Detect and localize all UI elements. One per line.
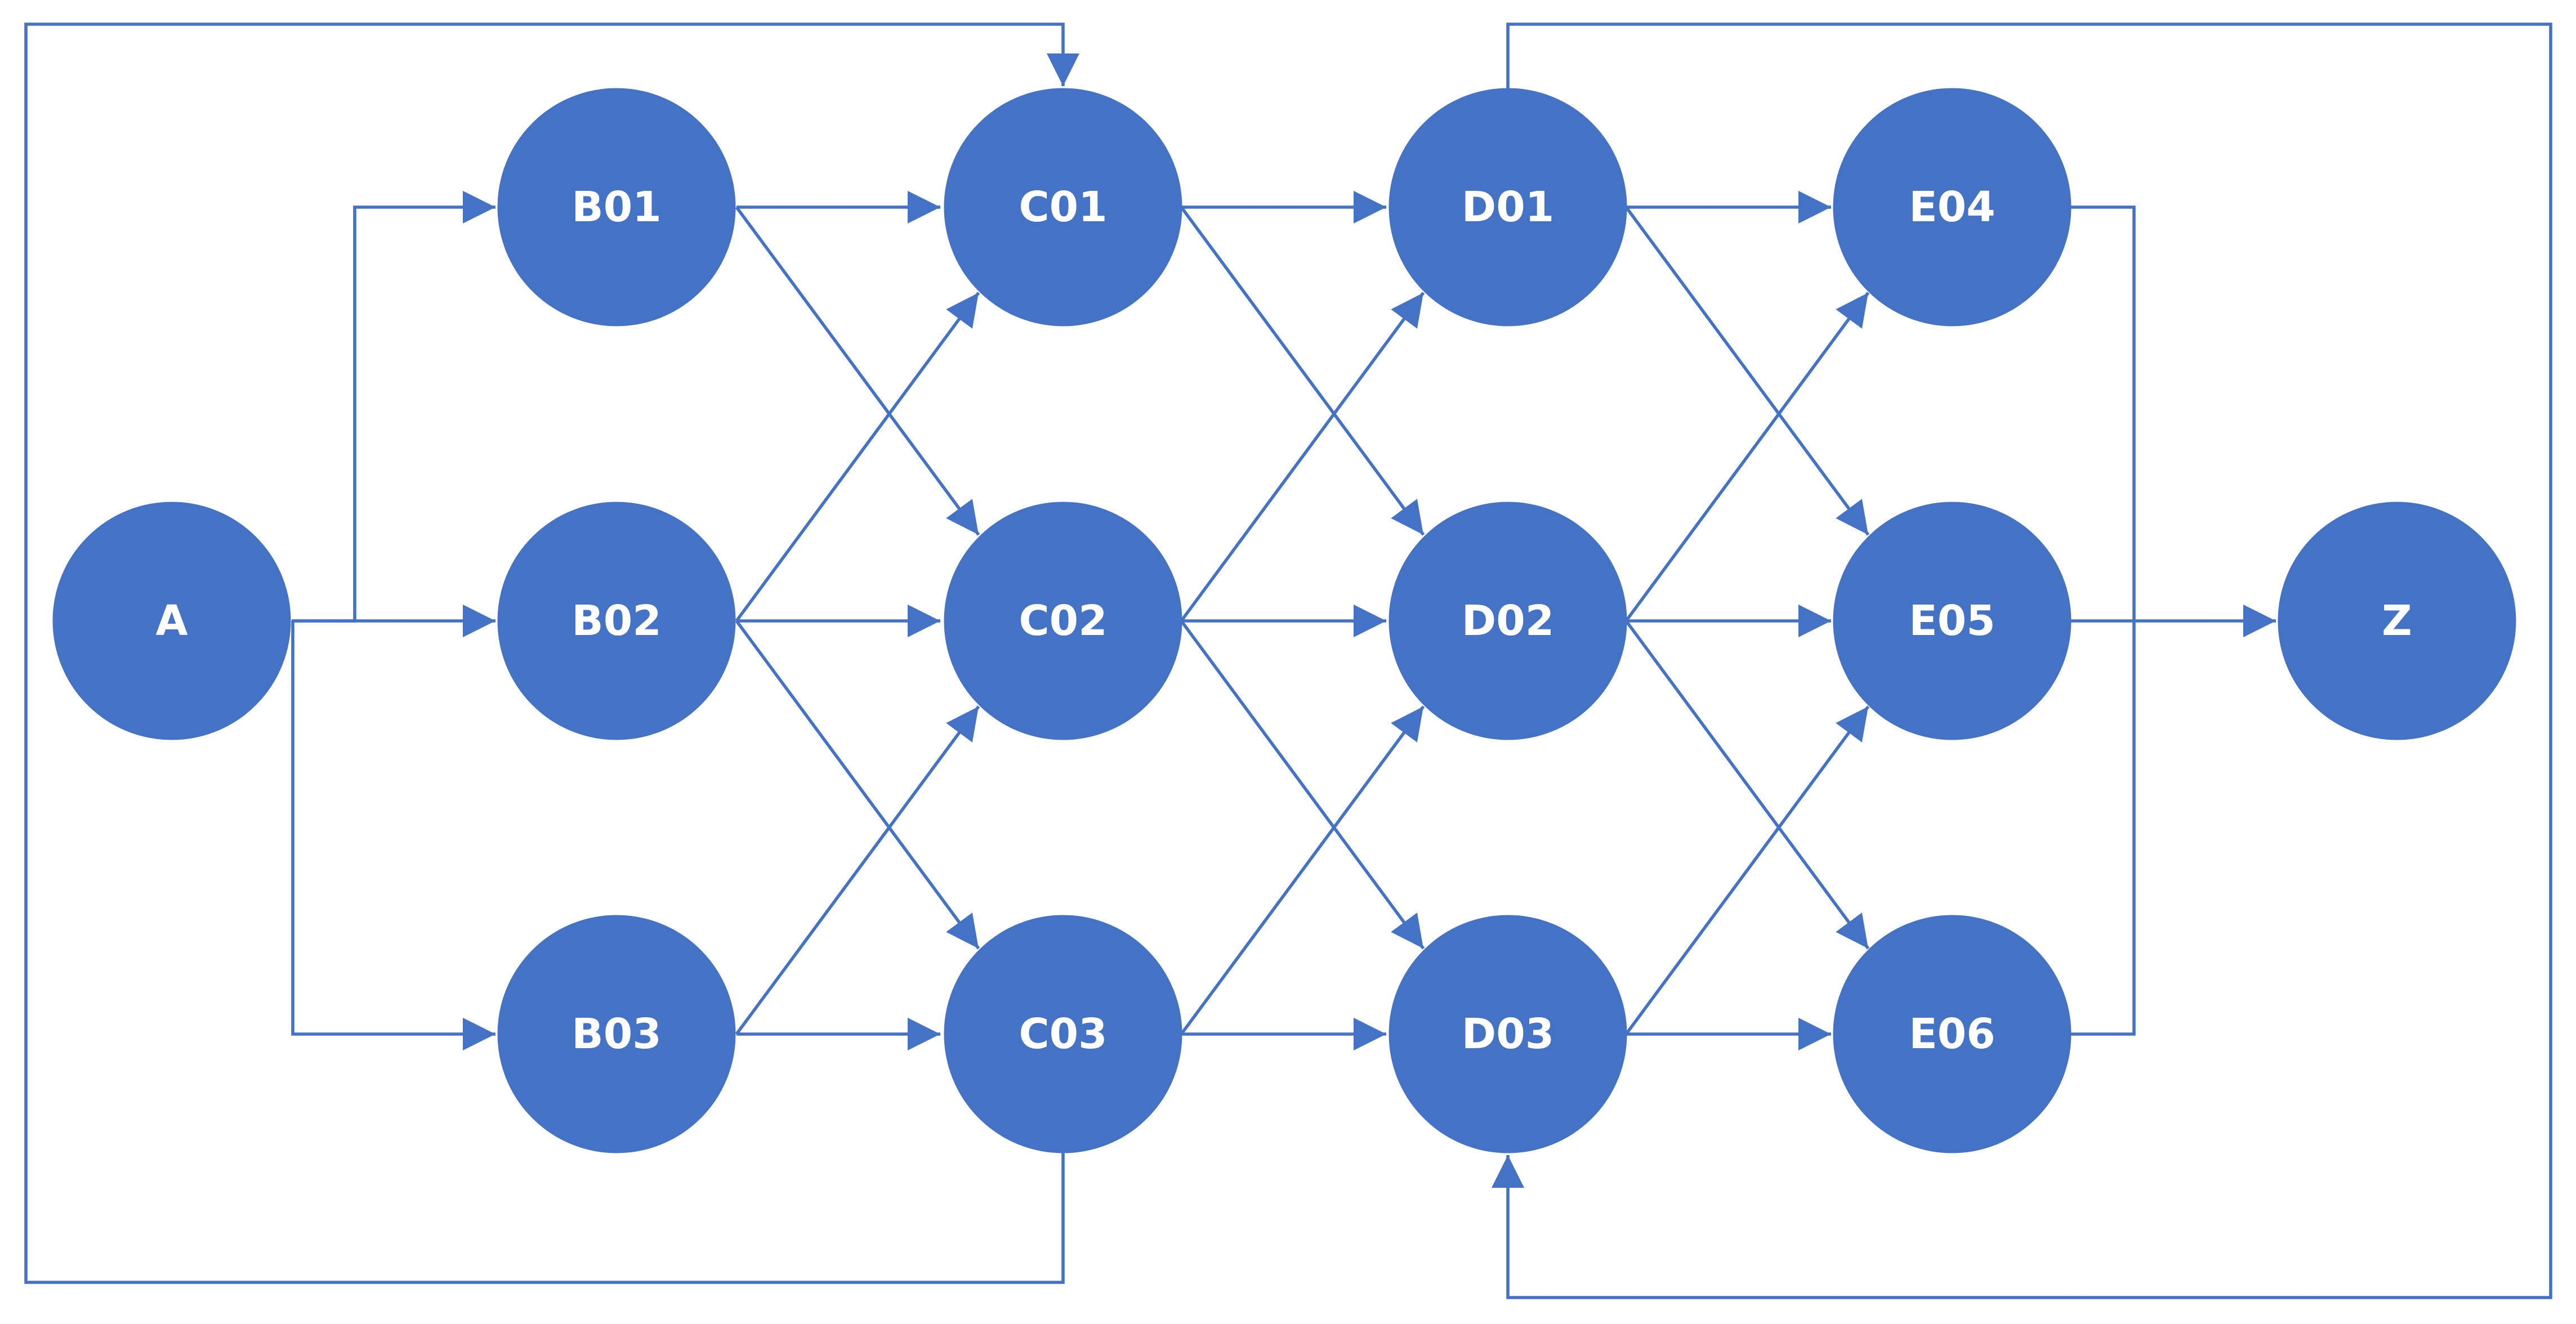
- node-a: A: [52, 502, 291, 740]
- node-b02: B02: [497, 502, 736, 740]
- node-layer: A B01 B02 B03 C01 C02 C03 D01: [52, 88, 2516, 1153]
- edge-c03-loop: [24, 621, 1065, 1284]
- node-d03-label: D03: [1462, 1010, 1554, 1058]
- node-e04-label: E04: [1909, 183, 1995, 231]
- node-d01-label: D01: [1462, 183, 1554, 231]
- node-d03: D03: [1389, 915, 1627, 1153]
- edge-c01-d02: [1180, 206, 1425, 536]
- edge-a-c01: [24, 23, 1063, 623]
- edge-c02-d01: [1180, 292, 1425, 622]
- node-d02-label: D02: [1462, 597, 1554, 645]
- edge-b03-c02: [735, 705, 980, 1035]
- node-b01: B01: [497, 88, 736, 326]
- edge-d03-e05: [1624, 705, 1870, 1035]
- edge-b02-c01: [735, 292, 980, 622]
- edge-d01-d03-loop: [1492, 23, 2552, 1299]
- edge-c02-d03: [1180, 620, 1425, 950]
- node-c02: C02: [944, 502, 1182, 740]
- node-c01-label: C01: [1019, 183, 1107, 231]
- node-c01: C01: [944, 88, 1182, 326]
- edge-layer: [24, 23, 2552, 1299]
- node-b02-label: B02: [572, 597, 661, 645]
- node-z-label: Z: [2382, 597, 2412, 645]
- edge-b02-c03: [735, 620, 980, 950]
- node-e05-label: E05: [1909, 597, 1995, 645]
- node-c03-label: C03: [1019, 1010, 1107, 1058]
- node-b03: B03: [497, 915, 736, 1153]
- node-e06-label: E06: [1909, 1010, 1995, 1058]
- node-d02: D02: [1389, 502, 1627, 740]
- node-b03-label: B03: [572, 1010, 661, 1058]
- node-c03: C03: [944, 915, 1182, 1153]
- node-e04: E04: [1833, 88, 2071, 326]
- edge-d02-e04: [1624, 292, 1870, 622]
- node-d01: D01: [1389, 88, 1627, 326]
- node-e05: E05: [1833, 502, 2071, 740]
- node-e06: E06: [1833, 915, 2071, 1153]
- node-b01-label: B01: [572, 183, 661, 231]
- edge-a-b01: [293, 191, 495, 623]
- node-c02-label: C02: [1019, 597, 1107, 645]
- edge-b01-c02: [735, 206, 980, 536]
- edge-d02-e06: [1624, 620, 1870, 950]
- edge-c03-d02: [1180, 705, 1425, 1035]
- node-a-label: A: [155, 597, 187, 645]
- edge-d01-e05: [1624, 206, 1870, 536]
- edge-a-b03: [291, 621, 495, 1050]
- node-z: Z: [2278, 502, 2516, 740]
